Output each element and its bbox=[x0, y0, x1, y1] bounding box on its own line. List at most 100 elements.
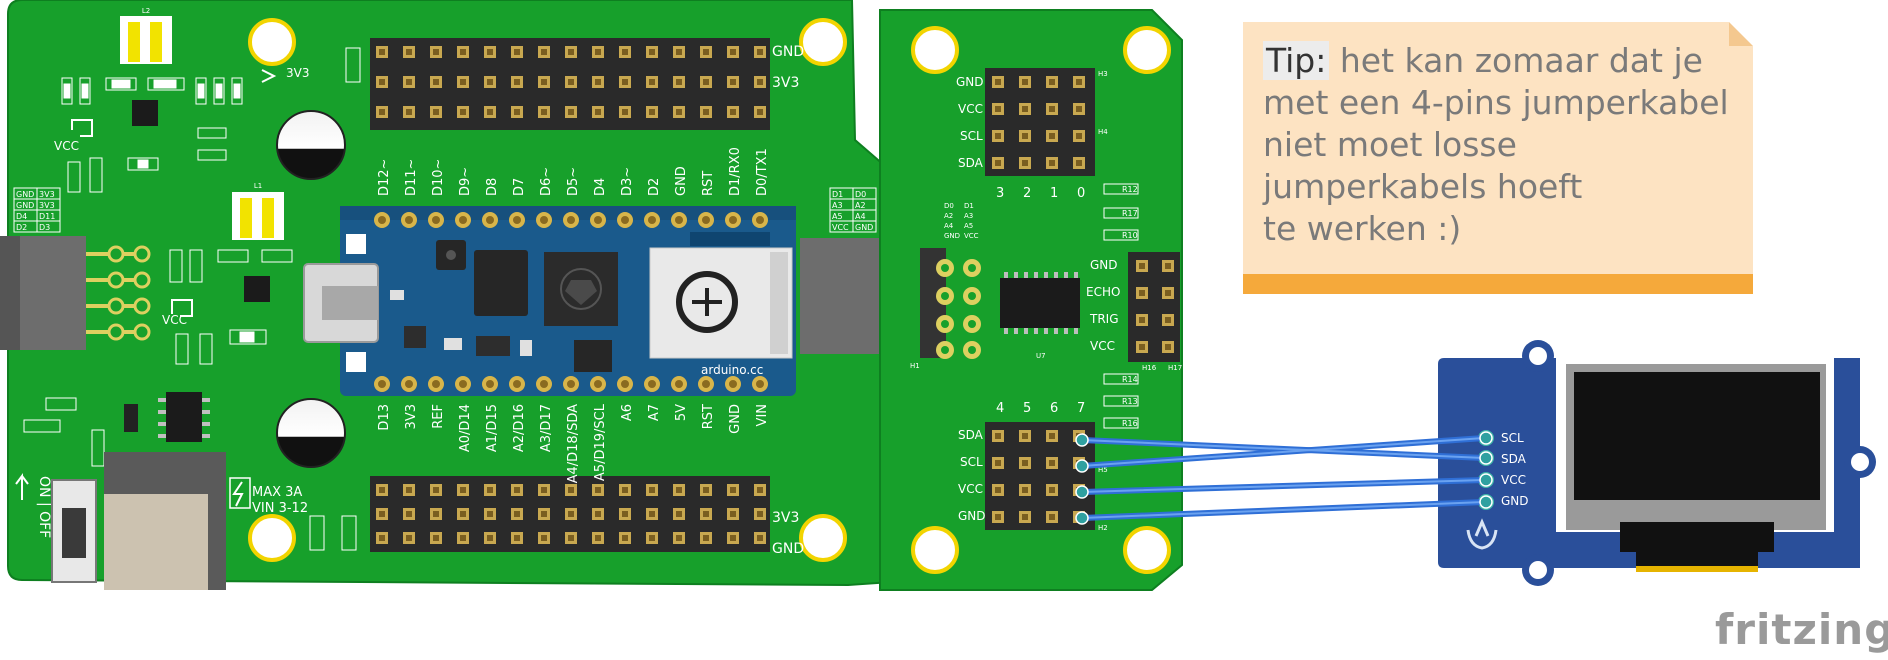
3v3-label: 3V3 bbox=[286, 66, 309, 80]
tip-lead: Tip: bbox=[1263, 41, 1330, 80]
pin-label: A4/D18/SDA bbox=[566, 404, 581, 484]
pin-label: VIN bbox=[755, 404, 770, 426]
inductor-l2: L2 bbox=[120, 7, 172, 64]
svg-text:GND: GND bbox=[958, 509, 986, 523]
hub-top-header bbox=[985, 68, 1095, 176]
svg-text:7: 7 bbox=[1077, 401, 1085, 416]
svg-text:3: 3 bbox=[996, 186, 1004, 201]
svg-text:1: 1 bbox=[1050, 186, 1058, 201]
inductor-l1: L1 bbox=[232, 182, 284, 240]
svg-text:GND: GND bbox=[1501, 494, 1529, 508]
pin-label: 5V bbox=[674, 404, 689, 421]
pin-label: A3/D17 bbox=[539, 404, 554, 452]
vcc-markers bbox=[71, 119, 193, 317]
tip-line-3: niet moet losse bbox=[1263, 125, 1517, 164]
pin-label: D7 bbox=[512, 178, 527, 196]
pin-label: D8 bbox=[485, 178, 500, 196]
svg-text:ECHO: ECHO bbox=[1086, 285, 1120, 299]
pin-label: REF bbox=[431, 404, 446, 429]
svg-text:VCC: VCC bbox=[958, 102, 983, 116]
arduino-nano-board: arduino.cc bbox=[303, 206, 796, 396]
arduino-cc-label: arduino.cc bbox=[701, 363, 763, 377]
tip-line-5: te werken :) bbox=[1263, 209, 1462, 248]
svg-text:H3: H3 bbox=[1098, 70, 1108, 78]
svg-text:H2: H2 bbox=[1098, 524, 1108, 532]
svg-text:5: 5 bbox=[1023, 401, 1031, 416]
pin-label: A5/D19/SCL bbox=[593, 403, 608, 481]
hub-small-table: D0 D1 A2 A3 A4 A5 GND VCC bbox=[944, 202, 979, 240]
svg-text:3V3: 3V3 bbox=[39, 190, 55, 199]
svg-text:SCL: SCL bbox=[960, 129, 983, 143]
svg-text:A3: A3 bbox=[832, 201, 843, 210]
svg-text:3V3: 3V3 bbox=[39, 201, 55, 210]
tip-note-fold bbox=[1729, 22, 1753, 46]
top-header-3v3: 3V3 bbox=[772, 75, 799, 91]
tip-line-2: met een 4-pins jumperkabel bbox=[1263, 83, 1729, 122]
hub-sonar-header: GND ECHO TRIG VCC H16 H17 bbox=[1086, 252, 1182, 372]
oled-logo-icon bbox=[1466, 518, 1498, 550]
svg-text:4: 4 bbox=[996, 401, 1004, 416]
vcc-label-top: VCC bbox=[54, 139, 79, 153]
svg-text:TRIG: TRIG bbox=[1089, 312, 1119, 326]
tip-line-4: jumperkabels hoeft bbox=[1263, 167, 1583, 206]
pin-label: 3V3 bbox=[404, 404, 419, 429]
svg-text:A5: A5 bbox=[832, 212, 843, 221]
vcc-label-mid: VCC bbox=[162, 313, 187, 327]
svg-text:VCC: VCC bbox=[1501, 473, 1526, 487]
pin-label: D3~ bbox=[620, 167, 635, 196]
svg-text:R10: R10 bbox=[1122, 231, 1138, 240]
vin-label: VIN 3-12 bbox=[252, 501, 308, 516]
svg-text:VCC: VCC bbox=[832, 223, 849, 232]
svg-text:A4: A4 bbox=[855, 212, 866, 221]
pin-label: D10~ bbox=[431, 159, 446, 196]
pin-label: D6~ bbox=[539, 167, 554, 196]
svg-text:D0: D0 bbox=[944, 202, 954, 210]
pin-label: A1/D15 bbox=[485, 404, 500, 452]
diode bbox=[124, 404, 138, 432]
pin-label: A2/D16 bbox=[512, 404, 527, 452]
svg-text:R17: R17 bbox=[1122, 209, 1138, 218]
svg-text:VCC: VCC bbox=[964, 232, 979, 240]
hub-resistors bbox=[1103, 183, 1139, 429]
pin-label: A6 bbox=[620, 404, 635, 421]
svg-text:A3: A3 bbox=[964, 212, 973, 220]
pin-label: D4 bbox=[593, 178, 608, 196]
bottom-header-3v3: 3V3 bbox=[772, 510, 799, 526]
svg-text:VCC: VCC bbox=[958, 482, 983, 496]
svg-text:A2: A2 bbox=[855, 201, 866, 210]
top-header bbox=[370, 38, 770, 130]
power-jack-opening bbox=[104, 494, 208, 590]
pin-label: D5~ bbox=[566, 167, 581, 196]
svg-text:SDA: SDA bbox=[958, 156, 984, 170]
svg-text:SDA: SDA bbox=[1501, 452, 1527, 466]
ic-dip8-legs bbox=[158, 398, 210, 438]
switch-label: ON | OFF bbox=[36, 476, 52, 538]
bolt-icon bbox=[232, 481, 244, 507]
svg-text:VCC: VCC bbox=[1090, 339, 1115, 353]
svg-text:R16: R16 bbox=[1122, 419, 1138, 428]
3v3-arrow bbox=[261, 69, 277, 83]
svg-text:L1: L1 bbox=[254, 182, 262, 190]
svg-text:R14: R14 bbox=[1122, 375, 1138, 384]
svg-text:D1: D1 bbox=[964, 202, 974, 210]
svg-text:0: 0 bbox=[1077, 186, 1085, 201]
hub-top-labels: GND VCC SCL SDA 3 2 1 0 H3 H4 bbox=[956, 70, 1108, 201]
pin-label: GND bbox=[728, 404, 743, 434]
pin-label: D2 bbox=[647, 178, 662, 196]
svg-text:D1: D1 bbox=[832, 190, 843, 199]
svg-text:D3: D3 bbox=[39, 223, 50, 232]
right-grove-connector bbox=[800, 238, 890, 354]
fritzing-logo: fritzing bbox=[1715, 605, 1888, 654]
pin-label: GND bbox=[674, 166, 689, 196]
tip-text: Tip: het kan zomaar dat je met een 4-pin… bbox=[1263, 40, 1743, 250]
pin-label: RST bbox=[701, 404, 716, 429]
oled-pin-labels: SCL SDA VCC GND bbox=[1501, 431, 1529, 508]
svg-text:GND: GND bbox=[1090, 258, 1118, 272]
svg-text:R13: R13 bbox=[1122, 397, 1138, 406]
pin-label: RST bbox=[701, 171, 716, 196]
svg-text:D2: D2 bbox=[16, 223, 27, 232]
svg-text:GND: GND bbox=[16, 201, 34, 210]
